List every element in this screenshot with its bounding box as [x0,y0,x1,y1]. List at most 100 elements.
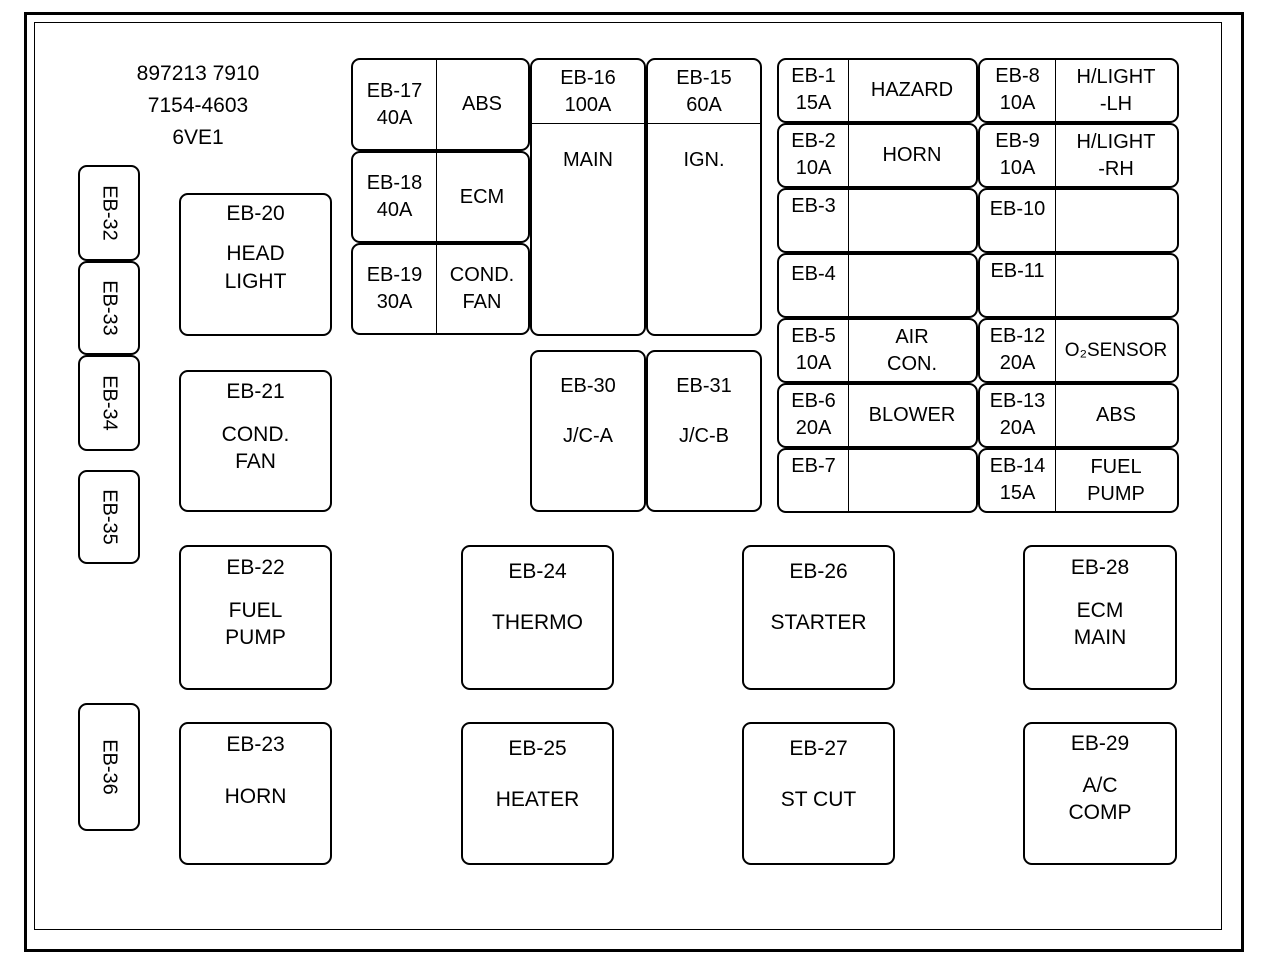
relay-name: HEAD [226,242,285,265]
fuse-amp: 20A [999,417,1036,439]
fuse-eb-19[interactable]: EB-19 30A COND. FAN [351,243,530,335]
fuse-eb-8[interactable]: EB-8 10A H/LIGHT -LH [978,58,1179,123]
divider [648,123,760,124]
relay-eb-20[interactable]: EB-20 HEAD LIGHT [179,193,332,336]
fuse-id: EB-4 [791,263,836,285]
fuse-eb-1[interactable]: EB-1 15A HAZARD [777,58,978,123]
relay-eb-22[interactable]: EB-22 FUEL PUMP [179,545,332,690]
fuse-circuit: FUEL PUMP [1055,450,1177,511]
fuse-eb-13[interactable]: EB-13 20A ABS [978,383,1179,448]
relay-id: EB-25 [508,737,567,760]
fuse-eb-11[interactable]: EB-11 [978,253,1179,318]
fuse-id: EB-2 [791,130,836,152]
engine-code: 6VE1 [172,126,224,149]
fuse-id-amp: EB-15 60A [648,60,760,123]
fuse-eb-32[interactable]: EB-32 [78,165,140,261]
relay-name: FAN [235,450,276,473]
relay-name: STARTER [770,611,867,634]
circuit-name: FAN [462,291,502,313]
fuse-circuit: H/LIGHT -RH [1055,125,1177,186]
fuse-eb-35[interactable]: EB-35 [78,470,140,564]
fuse-id: EB-31 [676,375,732,397]
circuit-name: -RH [1098,157,1134,180]
fuse-eb-4[interactable]: EB-4 [777,253,978,318]
relay-eb-23[interactable]: EB-23 HORN [179,722,332,865]
divider [848,60,849,121]
fuse-eb-12[interactable]: EB-12 20A O₂SENSOR [978,318,1179,383]
fuse-id-amp: EB-18 40A [353,153,436,241]
fuse-eb-17[interactable]: EB-17 40A ABS [351,58,530,151]
relay-eb-26[interactable]: EB-26 STARTER [742,545,895,690]
relay-id: EB-22 [226,556,285,579]
fuse-amp: 10A [795,157,832,179]
fuse-eb-30[interactable]: EB-30 J/C-A [530,350,646,512]
fuse-id: EB-17 [366,79,423,102]
fuse-id-amp: EB-4 [779,255,848,316]
relay-name: MAIN [1073,626,1127,649]
fuse-amp: 15A [795,92,832,114]
relay-id: EB-21 [226,380,285,403]
fuse-eb-16[interactable]: EB-16 100A MAIN [530,58,646,336]
fuse-id: EB-13 [989,390,1046,412]
circuit-name: H/LIGHT [1076,65,1156,88]
fuse-eb-3[interactable]: EB-3 [777,188,978,253]
divider [436,245,437,333]
fuse-id: EB-12 [989,325,1046,347]
fuse-eb-34[interactable]: EB-34 [78,355,140,451]
divider [1055,320,1056,381]
fuse-circuit: AIR CON. [848,320,976,381]
relay-name: FUEL [228,599,283,622]
relay-name: COMP [1068,801,1132,824]
fuse-id-amp: EB-2 10A [779,125,848,186]
fuse-id-amp: EB-11 [980,255,1055,316]
fuse-eb-14[interactable]: EB-14 15A FUEL PUMP [978,448,1179,513]
relay-eb-25[interactable]: EB-25 HEATER [461,722,614,865]
relay-eb-27[interactable]: EB-27 ST CUT [742,722,895,865]
circuit-name: ECM [459,185,505,208]
relay-eb-29[interactable]: EB-29 A/C COMP [1023,722,1177,865]
fuse-eb-18[interactable]: EB-18 40A ECM [351,151,530,243]
fuse-id-amp: EB-14 15A [980,450,1055,511]
relay-name: ECM [1076,599,1124,622]
fuse-circuit: O₂SENSOR [1055,320,1177,381]
circuit-name: J/C-B [679,425,729,447]
circuit-name: H/LIGHT [1076,130,1156,153]
divider [1055,125,1056,186]
fuse-circuit: ABS [1055,385,1177,446]
fuse-amp: 60A [686,93,722,116]
divider [436,60,437,149]
divider [532,123,644,124]
fuse-eb-7[interactable]: EB-7 [777,448,978,513]
relay-name: HEATER [495,788,580,811]
divider [848,450,849,511]
fuse-label: EB-32 [98,185,121,241]
fuse-eb-2[interactable]: EB-2 10A HORN [777,123,978,188]
fuse-id-amp: EB-7 [779,450,848,511]
relay-id: EB-28 [1070,556,1130,579]
relay-eb-28[interactable]: EB-28 ECM MAIN [1023,545,1177,690]
circuit-name: AIR [895,325,929,348]
divider [848,190,849,251]
circuit-name: J/C-A [563,425,613,447]
fuse-id: EB-9 [995,130,1040,152]
fuse-id-amp: EB-9 10A [980,125,1055,186]
fuse-eb-33[interactable]: EB-33 [78,261,140,355]
fuse-eb-15[interactable]: EB-15 60A IGN. [646,58,762,336]
relay-eb-21[interactable]: EB-21 COND. FAN [179,370,332,512]
circuit-name: HORN [882,144,942,166]
fuse-eb-6[interactable]: EB-6 20A BLOWER [777,383,978,448]
fuse-eb-31[interactable]: EB-31 J/C-B [646,350,762,512]
part-code-2: 7154-4603 [147,94,249,117]
fuse-eb-9[interactable]: EB-9 10A H/LIGHT -RH [978,123,1179,188]
fuse-eb-10[interactable]: EB-10 [978,188,1179,253]
circuit-name: CON. [887,352,937,375]
fuse-id: EB-14 [989,455,1046,477]
fuse-circuit: COND. FAN [436,245,528,333]
relay-eb-24[interactable]: EB-24 THERMO [461,545,614,690]
relay-id: EB-24 [508,560,567,583]
fuse-circuit: ABS [436,60,528,149]
relay-id: EB-27 [789,737,848,760]
fuse-eb-36[interactable]: EB-36 [78,703,140,831]
fuse-eb-5[interactable]: EB-5 10A AIR CON. [777,318,978,383]
fuse-id: EB-7 [791,455,836,477]
